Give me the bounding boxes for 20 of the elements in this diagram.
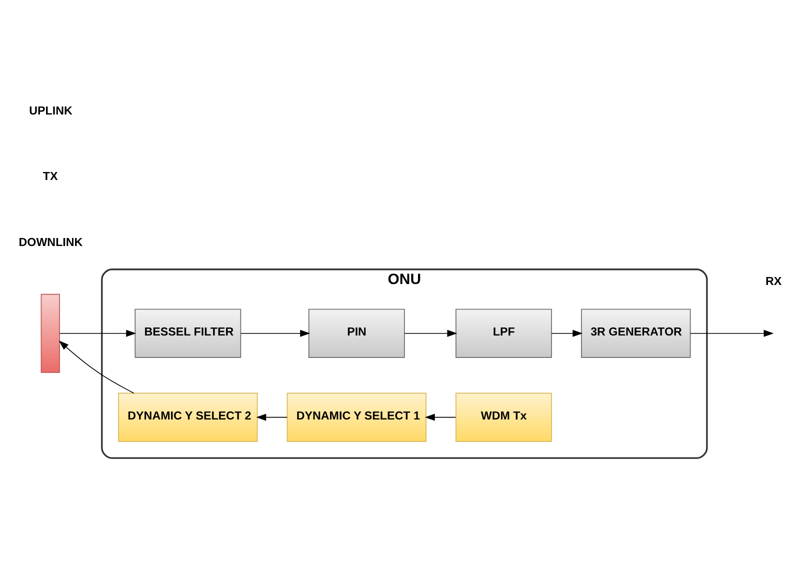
node-box: DYNAMIC Y SELECT 2 (118, 392, 258, 442)
node-box: 3R GENERATOR (581, 308, 691, 358)
label: RX (766, 274, 782, 288)
node-box: DYNAMIC Y SELECT 1 (286, 392, 426, 442)
label: DOWNLINK (18, 235, 83, 248)
node-box: LPF (456, 308, 552, 358)
arrow (690, 329, 774, 336)
arrow (551, 329, 583, 336)
node-box: BESSEL FILTER (134, 308, 242, 358)
arrow (424, 413, 456, 420)
arrow (256, 413, 288, 420)
arrow (58, 340, 134, 394)
node-bar (40, 293, 60, 372)
label: UPLINK (29, 104, 72, 118)
arrow (404, 329, 458, 336)
node-box: WDM Tx (456, 392, 552, 442)
node-box: PIN (308, 308, 405, 358)
arrow (59, 329, 136, 336)
arrow (240, 329, 310, 336)
label: TX (42, 170, 58, 183)
